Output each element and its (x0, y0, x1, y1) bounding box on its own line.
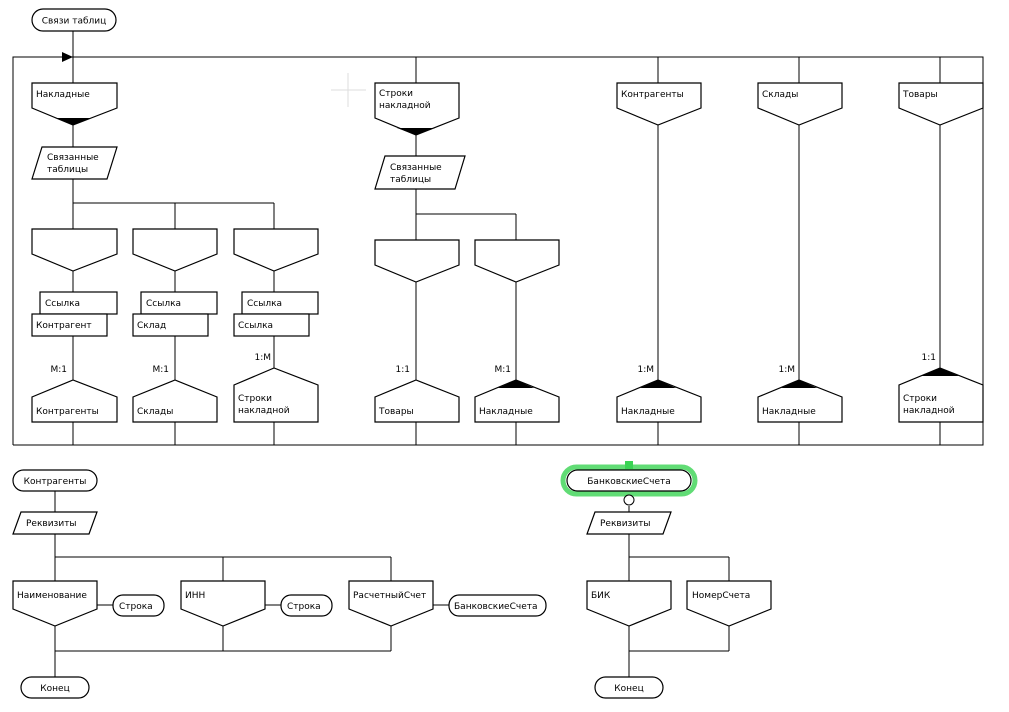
field-bik[interactable]: БИК (586, 580, 672, 627)
branch-tovary[interactable]: 1:1 Товары (374, 239, 460, 423)
branch-stroki[interactable]: Ссылка Ссылка 1:M Строки накладной (233, 228, 319, 423)
contragents-start-terminator[interactable]: Контрагенты (12, 469, 98, 492)
branch-nakladnye[interactable]: M:1 Накладные (474, 239, 560, 423)
svg-text:Контрагент: Контрагент (36, 321, 92, 331)
header-label: Накладные (36, 90, 90, 100)
svg-text:ИНН: ИНН (185, 591, 205, 601)
svg-text:БанковскиеСчета: БанковскиеСчета (587, 477, 671, 487)
cardinality-label: 1:M (778, 365, 795, 375)
link-sklady-nakladnye[interactable]: 1:M Накладные (757, 365, 843, 423)
bank-end-terminator[interactable]: Конец (594, 676, 664, 699)
svg-text:РасчетныйСчет: РасчетныйСчет (353, 591, 426, 601)
svg-text:Наименование: Наименование (17, 591, 87, 601)
svg-text:БИК: БИК (591, 591, 611, 601)
svg-text:Связанные: Связанные (390, 163, 442, 173)
cardinality-label: 1:M (254, 353, 271, 363)
svg-text:накладной: накладной (903, 406, 955, 416)
field-naimenovanie[interactable]: Наименование Строка (12, 580, 165, 627)
field-inn[interactable]: ИНН Строка (180, 580, 333, 627)
cardinality-label: M:1 (50, 365, 67, 375)
svg-text:Накладные: Накладные (762, 407, 816, 417)
svg-text:Реквизиты: Реквизиты (600, 519, 651, 529)
svg-text:Контрагенты: Контрагенты (24, 477, 87, 487)
table-header-kontragenty[interactable]: Контрагенты (616, 82, 702, 126)
link-kontragenty-nakladnye[interactable]: 1:M Накладные (616, 365, 702, 423)
svg-text:Строки: Строки (238, 394, 272, 404)
cardinality-label: 1:M (637, 365, 654, 375)
linked-tables-nakladnye[interactable]: Связанные таблицы (31, 146, 118, 180)
cardinality-label: M:1 (494, 365, 511, 375)
cardinality-label: 1:1 (396, 365, 410, 375)
link-tovary-stroki[interactable]: 1:1 Строки накладной (898, 353, 984, 423)
svg-text:Строки: Строки (903, 394, 937, 404)
contragents-connectors (54, 491, 449, 677)
svg-text:Строки: Строки (379, 89, 413, 99)
contragents-end-terminator[interactable]: Конец (20, 676, 90, 699)
svg-text:Склады: Склады (137, 407, 173, 417)
entry-arrow-icon (62, 52, 73, 62)
contragents-requisites[interactable]: Реквизиты (12, 511, 98, 535)
svg-text:Конец: Конец (614, 684, 643, 694)
svg-text:Контрагенты: Контрагенты (621, 90, 684, 100)
branch-kontragent[interactable]: Ссылка Контрагент M:1 Контрагенты (31, 228, 118, 423)
svg-text:НомерСчета: НомерСчета (692, 591, 750, 601)
svg-text:таблицы: таблицы (390, 175, 431, 185)
svg-text:Товары: Товары (902, 90, 938, 100)
table-header-nakladnye[interactable]: Накладные (31, 82, 118, 126)
svg-text:Ссылка: Ссылка (146, 299, 181, 309)
table-header-sklady[interactable]: Склады (757, 82, 843, 126)
svg-text:Ссылка: Ссылка (247, 299, 282, 309)
bank-start-terminator-selected[interactable]: БанковскиеСчета (560, 461, 698, 506)
svg-text:Склад: Склад (137, 321, 166, 331)
field-type: Строка (119, 602, 153, 612)
svg-text:Конец: Конец (40, 684, 69, 694)
svg-text:Контрагенты: Контрагенты (36, 407, 99, 417)
svg-text:накладной: накладной (238, 406, 290, 416)
linked-tables-stroki[interactable]: Связанные таблицы (374, 155, 466, 190)
branch-sklad[interactable]: Ссылка Склад M:1 Склады (132, 228, 218, 423)
svg-text:Склады: Склады (762, 90, 798, 100)
svg-text:Реквизиты: Реквизиты (26, 519, 77, 529)
cardinality-label: 1:1 (922, 353, 936, 363)
svg-text:накладной: накладной (379, 101, 431, 111)
connection-point-icon[interactable] (623, 494, 635, 506)
field-type: Строка (287, 602, 321, 612)
table-header-tovary[interactable]: Товары (898, 82, 984, 126)
field-type: БанковскиеСчета (454, 602, 538, 612)
field-nomer-scheta[interactable]: НомерСчета (686, 580, 772, 627)
svg-text:Связанные: Связанные (47, 153, 99, 163)
cardinality-label: M:1 (152, 365, 169, 375)
start-terminator[interactable]: Связи таблиц (31, 8, 117, 32)
svg-text:Товары: Товары (378, 407, 414, 417)
svg-text:таблицы: таблицы (47, 165, 88, 175)
resize-handle-icon[interactable] (625, 461, 633, 469)
top-diagram-connectors (12, 31, 984, 446)
table-header-stroki[interactable]: Строки накладной (374, 82, 460, 136)
start-label: Связи таблиц (42, 17, 107, 27)
svg-text:Ссылка: Ссылка (238, 321, 273, 331)
svg-text:Ссылка: Ссылка (45, 299, 80, 309)
field-raschetny-schet[interactable]: РасчетныйСчет БанковскиеСчета (348, 580, 547, 627)
svg-text:Накладные: Накладные (621, 407, 675, 417)
crosshair-icon (331, 73, 366, 107)
bank-requisites[interactable]: Реквизиты (586, 511, 672, 535)
svg-text:Накладные: Накладные (479, 407, 533, 417)
